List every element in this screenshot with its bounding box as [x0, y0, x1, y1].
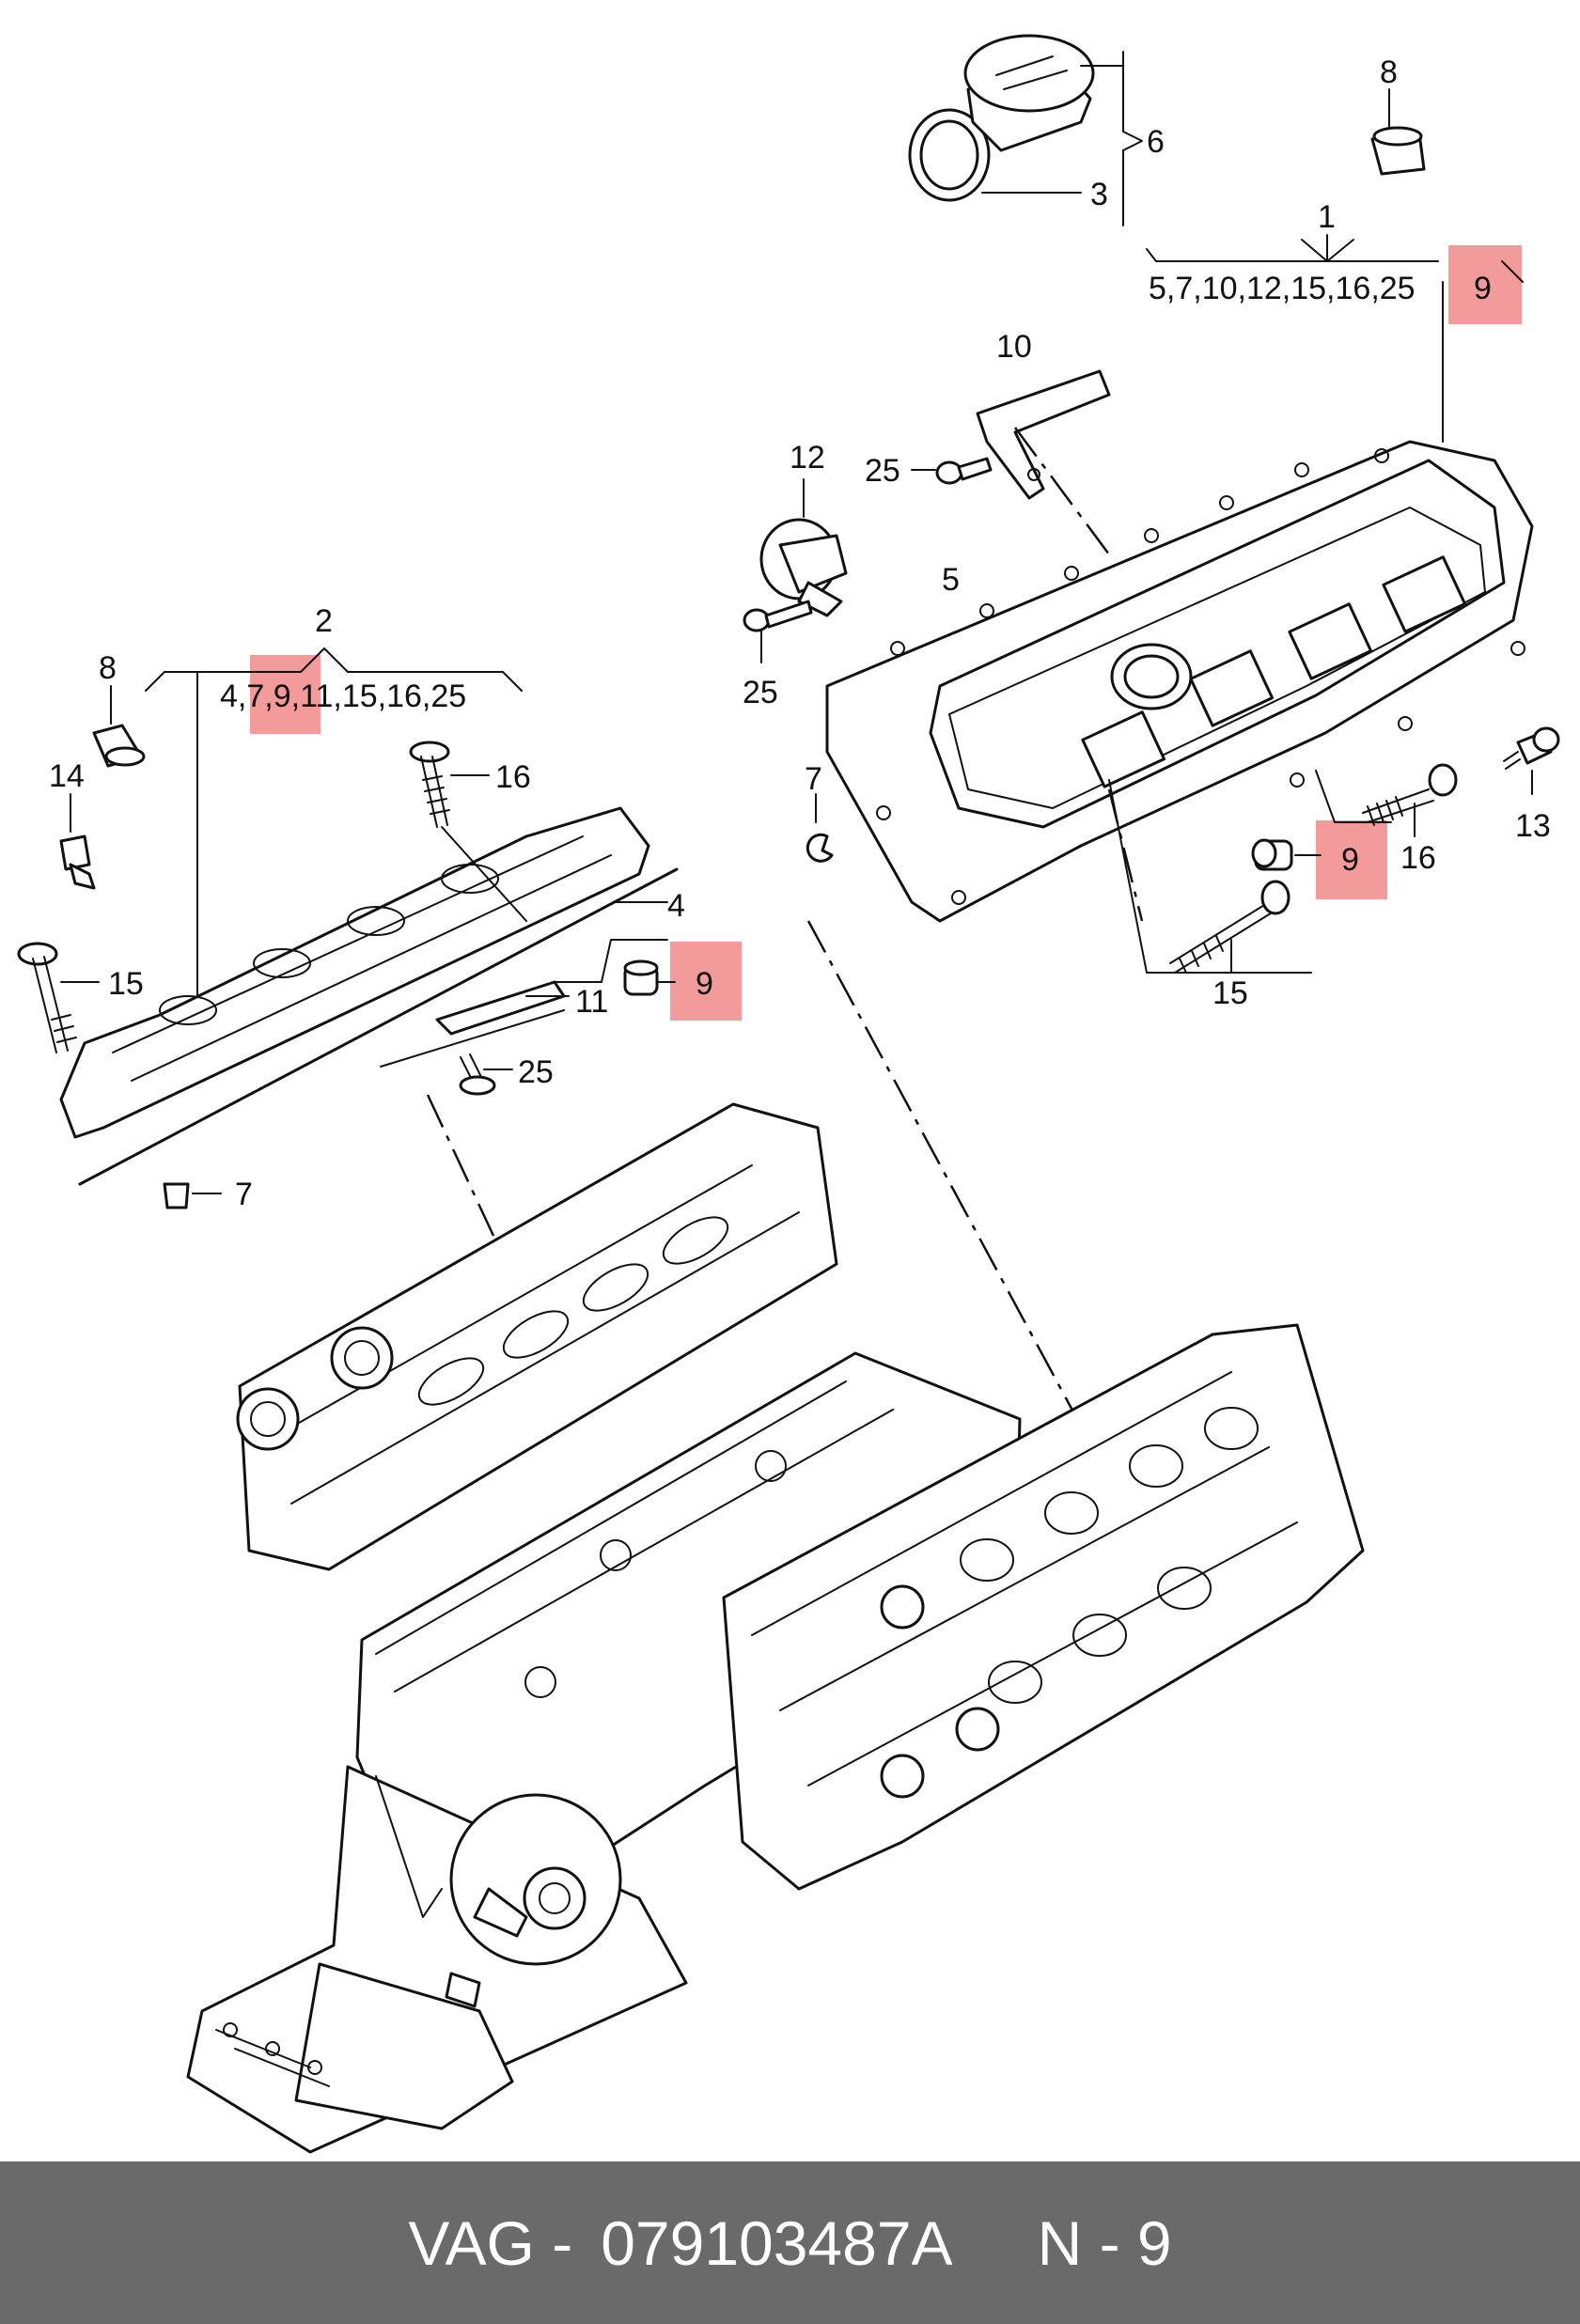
coil-openings: [1081, 555, 1467, 788]
callout-9-top-right: 9: [1474, 271, 1492, 306]
sleeve-8-left: [92, 724, 146, 768]
bolt-25-right-top: [935, 457, 993, 485]
callout-8-right: 8: [1380, 55, 1398, 90]
callout-9-right: 9: [1341, 842, 1359, 878]
callout-3: 3: [1090, 177, 1108, 212]
callout-2-list-b: 11,15,16,25: [300, 678, 466, 714]
highlight-7-9-group-2: [250, 655, 321, 734]
highlight-9-left: [670, 942, 742, 1021]
part-number-footer: VAG - 079103487A N - 9: [0, 2161, 1580, 2324]
sleeve-8-right: [1370, 88, 1426, 176]
bracket-11: [435, 980, 566, 1036]
bolt-16-left: [409, 741, 450, 828]
grommet-9-left: [623, 959, 659, 996]
parts-diagram: 1 5,7,10,12,15,16,25 9 2 4,7,9,11,15,16,…: [17, 34, 1560, 2154]
callout-2-list: 4,7,9,11,15,16,25: [220, 678, 466, 714]
footer-part-number: 079103487A: [601, 2207, 953, 2278]
seal-7-left: [163, 1182, 190, 1209]
callout-8-left: 8: [99, 650, 117, 686]
engine-assembly: [186, 1102, 1365, 2154]
callout-9-left: 9: [696, 966, 713, 1002]
callout-2-list-a: 4,: [220, 678, 246, 714]
callout-25-left: 25: [518, 1054, 554, 1090]
bolt-16-right: [1362, 763, 1458, 826]
footer-brand: VAG -: [408, 2207, 573, 2278]
bolt-15-right: [1169, 880, 1291, 974]
callout-13: 13: [1515, 808, 1551, 844]
callout-10: 10: [996, 329, 1032, 365]
highlight-9-top-right: [1448, 245, 1522, 324]
callout-4: 4: [667, 888, 685, 924]
grommet-9-right: [1251, 838, 1293, 871]
bolt-13: [1503, 726, 1560, 770]
valve-cover-left: [59, 806, 650, 1139]
callout-11: 11: [575, 984, 608, 1020]
callout-2: 2: [315, 603, 333, 639]
callout-15-right: 15: [1212, 975, 1248, 1011]
sensor-14: [59, 834, 96, 890]
callout-25-right-top: 25: [865, 453, 900, 489]
callout-5: 5: [942, 562, 960, 598]
callout-15-left: 15: [108, 966, 144, 1002]
bolt-25-left: [459, 1053, 496, 1096]
footer-position: N - 9: [1037, 2207, 1172, 2278]
callout-2-list-hl: 7,9,: [246, 678, 300, 714]
callout-1-list: 5,7,10,12,15,16,25: [1149, 271, 1416, 306]
callout-16-right: 16: [1400, 840, 1436, 876]
valve-cover-right: [825, 440, 1534, 923]
callout-14: 14: [49, 758, 85, 794]
callout-12: 12: [790, 440, 825, 476]
callout-7-right: 7: [805, 761, 822, 797]
highlight-9-right: [1316, 820, 1387, 899]
seal-7-right: [806, 833, 834, 863]
callout-7-left: 7: [235, 1177, 253, 1212]
callout-16-left: 16: [495, 759, 531, 795]
callout-6: 6: [1147, 124, 1165, 160]
sensor-12: [759, 518, 848, 617]
callout-1: 1: [1318, 199, 1336, 235]
oil-filler-cap: [908, 34, 1095, 202]
bracket-10: [976, 369, 1111, 500]
bolt-25-right-mid: [743, 600, 813, 632]
bolt-15-left: [17, 942, 77, 1053]
gasket-4: [78, 867, 679, 1186]
callout-25-right-mid: 25: [743, 675, 778, 710]
